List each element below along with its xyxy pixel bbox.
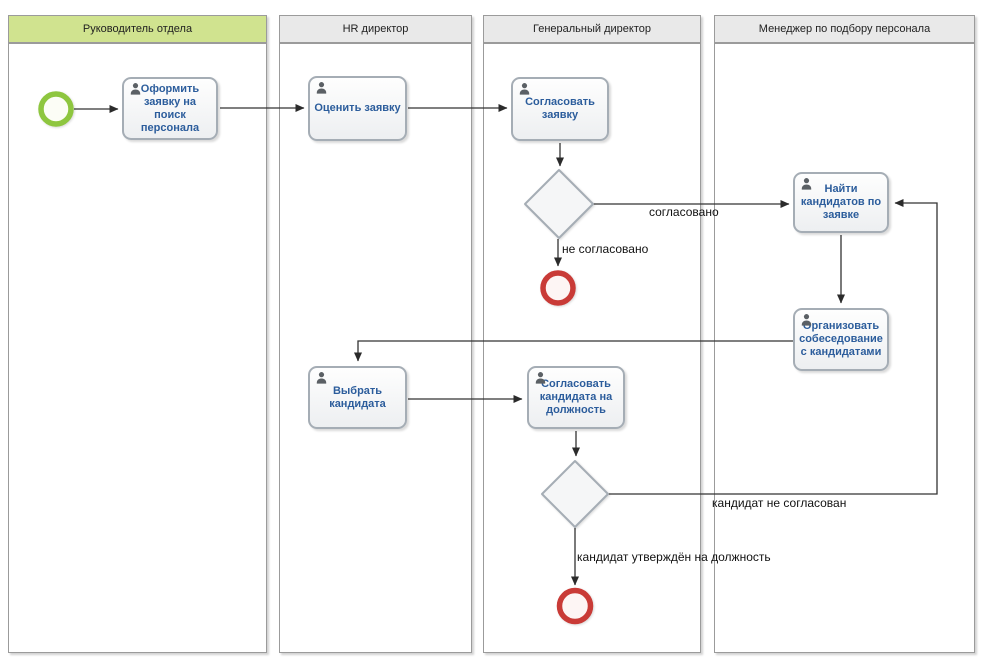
label-candidate-rejected: кандидат не согласован [712,496,847,510]
task-label: Организовать собеседование с кандидатами [799,320,883,358]
task-label: Согласовать заявку [525,96,595,121]
task-label: Найти кандидатов по заявке [800,183,882,221]
person-icon [534,371,547,384]
task-evaluate-request: Оценить заявку [308,76,407,141]
label-approved: согласовано [649,205,719,219]
label-not-approved: не согласовано [562,242,649,256]
task-create-request: Оформить заявку на поиск персонала [122,77,218,140]
lane-header-recruitment-manager: Менеджер по подбору персонала [714,15,975,43]
task-label: Выбрать кандидата [329,384,386,410]
lane-header-general-director: Генеральный директор [483,15,701,43]
label-candidate-approved: кандидат утверждён на должность [577,550,771,564]
person-icon [315,81,328,94]
task-approve-request: Согласовать заявку [511,77,609,141]
task-approve-candidate: Согласовать кандидата на должность [527,366,625,429]
task-label: Согласовать кандидата на должность [539,378,613,416]
task-find-candidates: Найти кандидатов по заявке [793,172,889,233]
lane-header-hr-director: HR директор [279,15,472,43]
task-select-candidate: Выбрать кандидата [308,366,407,429]
person-icon [800,313,813,326]
task-label: Оформить заявку на поиск персонала [140,82,200,134]
task-organize-interview: Организовать собеседование с кандидатами [793,308,889,371]
person-icon [518,82,531,95]
person-icon [315,371,328,384]
person-icon [129,82,142,95]
lane-header-department-head: Руководитель отдела [8,15,267,43]
person-icon [800,177,813,190]
lane-body-department-head [8,43,267,653]
task-label: Оценить заявку [314,102,401,114]
